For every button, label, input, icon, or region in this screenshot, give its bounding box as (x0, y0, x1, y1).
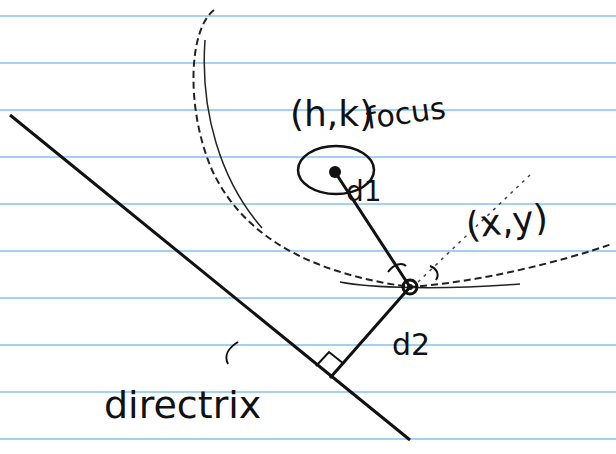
tangent-stroke (340, 282, 520, 288)
right-angle-mark (316, 352, 344, 366)
handwritten-label: (x,y) (464, 200, 549, 244)
angle-arc (388, 264, 406, 272)
angle-arc (430, 266, 438, 280)
handwritten-label: (h,k) (290, 96, 373, 132)
stray-mark (226, 342, 238, 364)
d1-segment (335, 172, 410, 287)
point-marker (403, 280, 417, 294)
handwritten-label: d1 (346, 178, 382, 206)
notebook-rules (0, 16, 616, 439)
point-dot (407, 284, 413, 290)
parabola-curve (193, 10, 612, 287)
handwritten-label: d2 (392, 330, 430, 360)
parabola-sketch (204, 40, 262, 228)
handwritten-label: focus (364, 93, 447, 134)
handwritten-label: directrix (104, 386, 261, 424)
